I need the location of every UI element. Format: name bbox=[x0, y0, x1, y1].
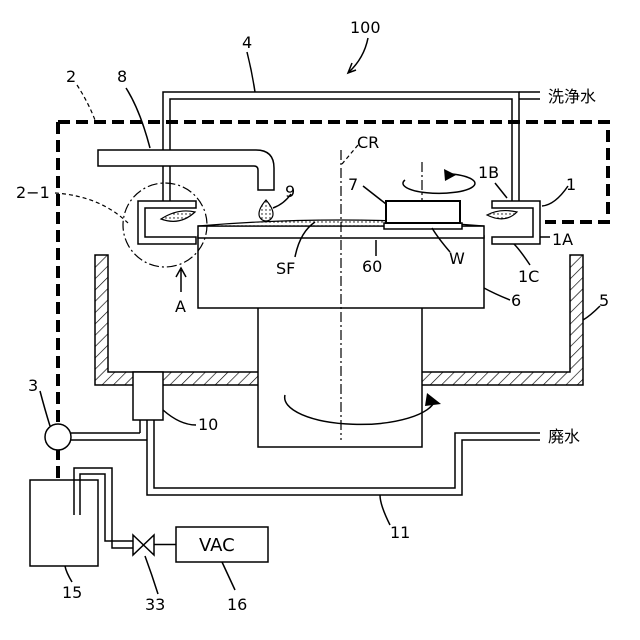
label-3: 3 bbox=[28, 376, 38, 395]
label-9: 9 bbox=[285, 182, 295, 201]
label-33: 33 bbox=[145, 595, 165, 614]
label-2-1: 2−1 bbox=[16, 183, 50, 202]
label-A: A bbox=[175, 297, 186, 316]
label-waste-water: 廃水 bbox=[548, 427, 580, 446]
label-wash-water: 洗浄水 bbox=[548, 87, 596, 106]
label-15: 15 bbox=[62, 583, 82, 602]
label-60: 60 bbox=[362, 257, 382, 276]
droplet bbox=[259, 200, 273, 221]
label-16: 16 bbox=[227, 595, 247, 614]
label-1C: 1C bbox=[518, 267, 539, 286]
right-nozzle bbox=[487, 201, 540, 244]
label-7: 7 bbox=[348, 175, 358, 194]
holding-unit bbox=[386, 201, 460, 223]
detail-circle-A bbox=[123, 183, 207, 267]
label-CR: CR bbox=[357, 133, 379, 152]
label-4: 4 bbox=[242, 33, 252, 52]
label-1B: 1B bbox=[478, 163, 499, 182]
drain-box bbox=[133, 372, 163, 420]
label-1A: 1A bbox=[552, 230, 573, 249]
pump bbox=[45, 424, 71, 450]
drip-nozzle bbox=[98, 150, 274, 190]
chuck-rotation-arrow bbox=[403, 169, 475, 193]
tank bbox=[30, 480, 98, 566]
label-5: 5 bbox=[599, 291, 609, 310]
pump-to-drain-pipe bbox=[71, 420, 147, 440]
label-1: 1 bbox=[566, 175, 576, 194]
label-11: 11 bbox=[390, 523, 410, 542]
detail-arrow-A bbox=[176, 268, 186, 292]
left-nozzle bbox=[138, 201, 196, 244]
label-2: 2 bbox=[66, 67, 76, 86]
valve bbox=[133, 535, 154, 555]
spin-shaft bbox=[258, 305, 422, 447]
label-10: 10 bbox=[198, 415, 218, 434]
label-8: 8 bbox=[117, 67, 127, 86]
label-W: W bbox=[449, 249, 465, 268]
label-6: 6 bbox=[511, 291, 521, 310]
label-SF: SF bbox=[276, 259, 295, 278]
label-100: 100 bbox=[350, 18, 381, 37]
label-vac: VAC bbox=[199, 535, 235, 556]
